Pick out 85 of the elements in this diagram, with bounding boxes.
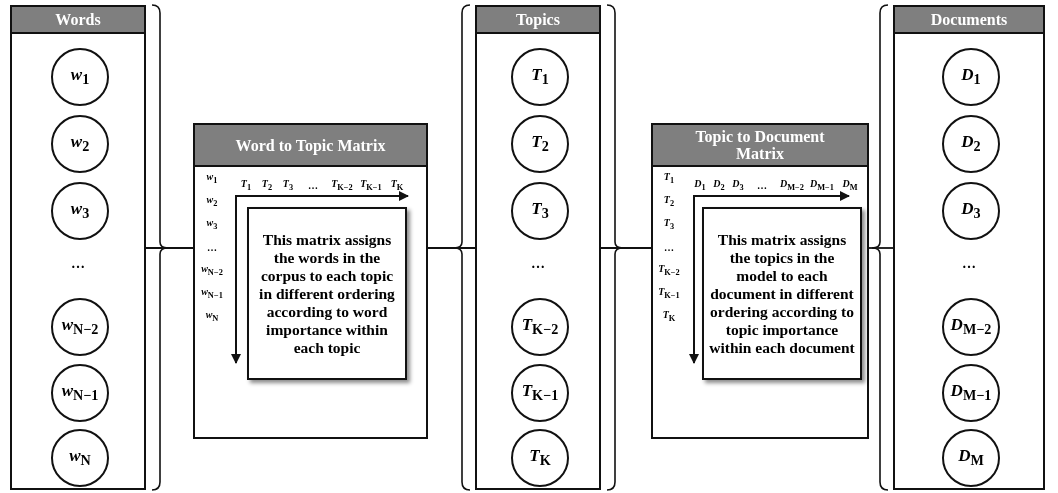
variable-circle (942, 429, 1000, 487)
connector-line (868, 247, 894, 249)
description-text: This matrix assigns the topics in the model to each document in different ordering according to topic importance within each document (708, 230, 856, 357)
axis-label: … (207, 241, 217, 253)
matrix-header: Word to Topic Matrix (195, 125, 426, 167)
variable-label: T$_{K−2}$ (521, 315, 559, 339)
variable-circle (51, 182, 109, 240)
axis-label: D$_{M}$ (842, 178, 858, 192)
variable-label: T$_{2}$ (531, 132, 549, 156)
matrix-header: Topic to Document Matrix (653, 125, 867, 167)
variable-label: D$_{M}$ (958, 446, 984, 470)
axis-label: … (531, 256, 545, 272)
column-panel (893, 5, 1045, 490)
axis-label: D$_{3}$ (732, 178, 744, 192)
variable-circle (51, 48, 109, 106)
variable-circle (942, 298, 1000, 356)
variable-circle (942, 48, 1000, 106)
variable-circle (942, 182, 1000, 240)
axis-label: w$_{1}$ (206, 171, 218, 185)
panel-header: Words (12, 7, 144, 34)
variable-circle (511, 429, 569, 487)
variable-circle (511, 182, 569, 240)
axis-label: T$_{K−2}$ (331, 178, 353, 192)
variable-circle (942, 364, 1000, 422)
axis-label: D$_{1}$ (694, 178, 706, 192)
variable-circle (511, 364, 569, 422)
description-text: This matrix assigns the words in the corpus to each topic in different ordering according to word importance within each topic (258, 230, 396, 357)
axis-label: T$_{1}$ (240, 178, 252, 192)
column-panel (10, 5, 146, 490)
variable-label: D$_{3}$ (961, 199, 981, 223)
axis-label: w$_{N−1}$ (201, 286, 223, 300)
axis-label: … (664, 241, 674, 253)
variable-label: D$_{M−2}$ (950, 315, 992, 339)
variable-label: T$_{3}$ (531, 199, 549, 223)
variable-label: w$_{2}$ (70, 132, 90, 156)
axis-label: … (308, 179, 318, 191)
axis-label: T$_{K−1}$ (360, 178, 382, 192)
axis-label: T$_{2}$ (663, 194, 675, 208)
variable-label: w$_{3}$ (70, 199, 90, 223)
text-box (702, 207, 862, 380)
variable-label: D$_{2}$ (961, 132, 981, 156)
variable-label: w$_{1}$ (70, 65, 90, 89)
axis-label: w$_{N−2}$ (201, 263, 223, 277)
panel-header: Topics (477, 7, 599, 34)
variable-circle (942, 115, 1000, 173)
variable-label: w$_{N−1}$ (61, 381, 99, 405)
axis-label: T$_{2}$ (261, 178, 273, 192)
text-box (247, 207, 407, 380)
axis-label: w$_{2}$ (206, 194, 218, 208)
variable-label: T$_{K−1}$ (521, 381, 559, 405)
matrix-card (651, 123, 869, 439)
axis-label: … (71, 256, 85, 272)
matrix-card (193, 123, 428, 439)
axis-label: T$_{K−1}$ (658, 286, 680, 300)
column-panel (475, 5, 601, 490)
variable-label: w$_{N−2}$ (61, 315, 99, 339)
variable-circle (511, 298, 569, 356)
axis-label: T$_{3}$ (282, 178, 294, 192)
connector-line (145, 247, 194, 249)
axis-label: w$_{N}$ (205, 309, 219, 323)
variable-circle (511, 115, 569, 173)
variable-label: T$_{K}$ (529, 446, 551, 470)
axis-label: … (757, 179, 767, 191)
axis-label: T$_{3}$ (663, 217, 675, 231)
axis-label: T$_{K}$ (390, 178, 404, 192)
connector-line (600, 247, 652, 249)
variable-circle (511, 48, 569, 106)
variable-circle (51, 429, 109, 487)
axis-label: T$_{K}$ (662, 309, 676, 323)
axis-label: w$_{3}$ (206, 217, 218, 231)
axis-label: T$_{1}$ (663, 171, 675, 185)
variable-label: D$_{M−1}$ (950, 381, 992, 405)
panel-header: Documents (895, 7, 1043, 34)
variable-circle (51, 298, 109, 356)
variable-label: w$_{N}$ (69, 446, 91, 470)
axis-label: D$_{2}$ (713, 178, 725, 192)
axis-label: D$_{M−1}$ (810, 178, 834, 192)
variable-label: T$_{1}$ (531, 65, 549, 89)
variable-circle (51, 115, 109, 173)
axis-label: D$_{M−2}$ (780, 178, 804, 192)
variable-circle (51, 364, 109, 422)
variable-label: D$_{1}$ (961, 65, 981, 89)
connector-line (427, 247, 476, 249)
axis-label: … (962, 256, 976, 272)
axis-label: T$_{K−2}$ (658, 263, 680, 277)
